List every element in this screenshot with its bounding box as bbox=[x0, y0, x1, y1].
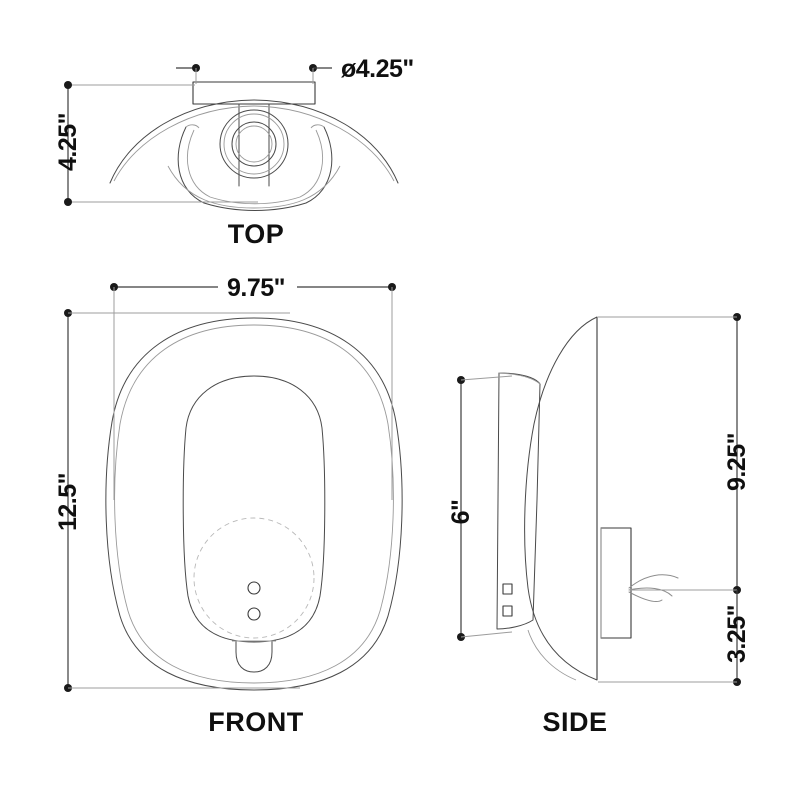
side-wire-lead-1 bbox=[628, 574, 679, 589]
front-outer-body bbox=[105, 317, 403, 691]
front-outer-body-inner bbox=[114, 324, 394, 684]
top-outer-wing-arc bbox=[109, 99, 399, 184]
dim-side-projection-ext-top bbox=[460, 375, 513, 381]
front-hidden-circle bbox=[193, 517, 315, 639]
front-bottom-finial bbox=[235, 640, 273, 673]
dim-label-canopy-diameter: ø4.25" bbox=[341, 55, 414, 83]
dim-label-front-width: 9.75" bbox=[227, 274, 285, 302]
dim-top-depth-dot-lower bbox=[64, 198, 72, 206]
top-cradle-right-tip bbox=[310, 124, 325, 129]
top-view-geometry bbox=[109, 81, 399, 211]
side-knurl-lower bbox=[502, 605, 513, 617]
front-inner-diffuser bbox=[182, 375, 326, 643]
view-label-front: FRONT bbox=[208, 707, 303, 737]
side-view-geometry bbox=[496, 316, 679, 681]
side-view-dimensions: 6" 9.25" 3.25" bbox=[447, 313, 751, 686]
top-boss-mid-circle bbox=[223, 113, 285, 175]
dim-side-projection-ext-bottom bbox=[460, 631, 513, 638]
side-wire-lead-2 bbox=[628, 587, 673, 597]
side-lower-tail bbox=[527, 629, 577, 681]
side-knurl-upper bbox=[502, 583, 513, 595]
top-outer-wing-arc-inner bbox=[113, 105, 395, 182]
dim-label-front-height: 12.5" bbox=[54, 473, 82, 531]
view-label-side: SIDE bbox=[542, 707, 607, 737]
front-view-geometry bbox=[105, 317, 403, 691]
front-screw-hole-lower bbox=[247, 607, 261, 621]
side-inner-shade bbox=[496, 372, 541, 630]
side-outer-profile bbox=[524, 316, 598, 681]
top-view-dimensions: 4.25" ø4.25" bbox=[54, 55, 414, 206]
view-label-top: TOP bbox=[228, 219, 285, 249]
dim-label-side-projection: 6" bbox=[447, 500, 475, 525]
top-boss-outer-circle bbox=[219, 109, 289, 179]
side-wire-lead-3 bbox=[628, 591, 663, 603]
side-inner-shade-top-edge bbox=[498, 372, 541, 385]
top-cradle-inner bbox=[187, 129, 323, 205]
dim-top-depth-dot-upper bbox=[64, 81, 72, 89]
front-screw-hole-upper bbox=[247, 581, 261, 595]
top-cradle-outer bbox=[177, 126, 333, 211]
dim-label-side-lower-height: 3.25" bbox=[723, 605, 751, 663]
dim-label-side-upper-height: 9.25" bbox=[723, 433, 751, 491]
top-boss-inner-circle bbox=[231, 121, 277, 167]
top-canopy-plate bbox=[192, 81, 316, 105]
top-boss-bore-circle bbox=[235, 125, 273, 163]
side-mounting-bracket bbox=[600, 527, 632, 639]
top-cradle-left-tip bbox=[185, 124, 200, 129]
top-shade-rim-arc bbox=[167, 165, 341, 209]
dim-label-top-depth: 4.25" bbox=[54, 113, 82, 171]
front-view-dimensions: 9.75" 12.5" bbox=[54, 274, 396, 692]
